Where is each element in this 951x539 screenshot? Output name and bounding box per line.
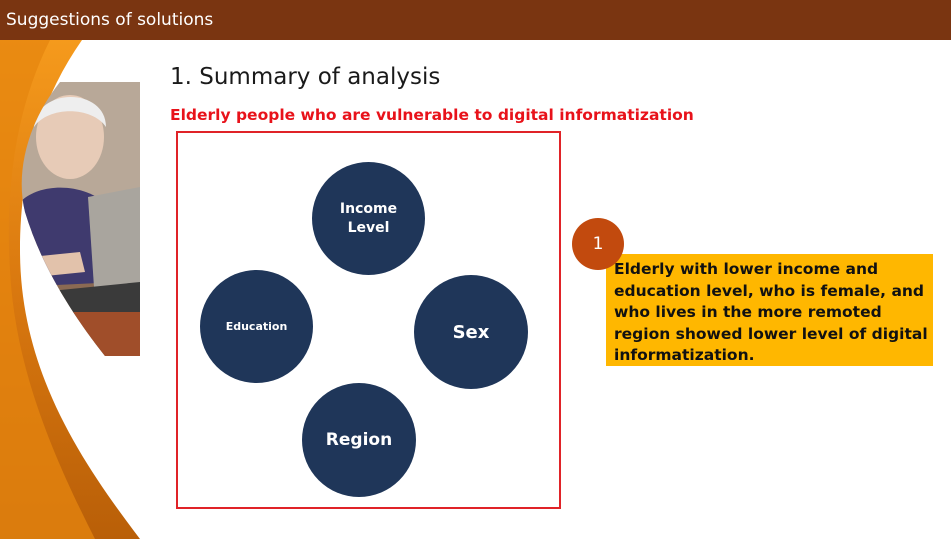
- slide-title-bar: Suggestions of solutions: [0, 0, 951, 40]
- summary-callout: Elderly with lower income and education …: [606, 254, 933, 366]
- region-circle: Region: [302, 383, 416, 497]
- summary-callout-text: Elderly with lower income and education …: [614, 260, 928, 364]
- sex-circle: Sex: [414, 275, 528, 389]
- section-subheading: Elderly people who are vulnerable to dig…: [170, 106, 694, 124]
- callout-number-badge: 1: [572, 218, 624, 270]
- slide-title: Suggestions of solutions: [6, 10, 214, 30]
- elderly-woman-laptop-image: [21, 82, 140, 356]
- orange-decoration: [0, 40, 140, 539]
- factors-frame: [176, 131, 561, 509]
- income-level-circle: Income Level: [312, 162, 425, 275]
- section-heading: 1. Summary of analysis: [170, 64, 441, 90]
- education-circle: Education: [200, 270, 313, 383]
